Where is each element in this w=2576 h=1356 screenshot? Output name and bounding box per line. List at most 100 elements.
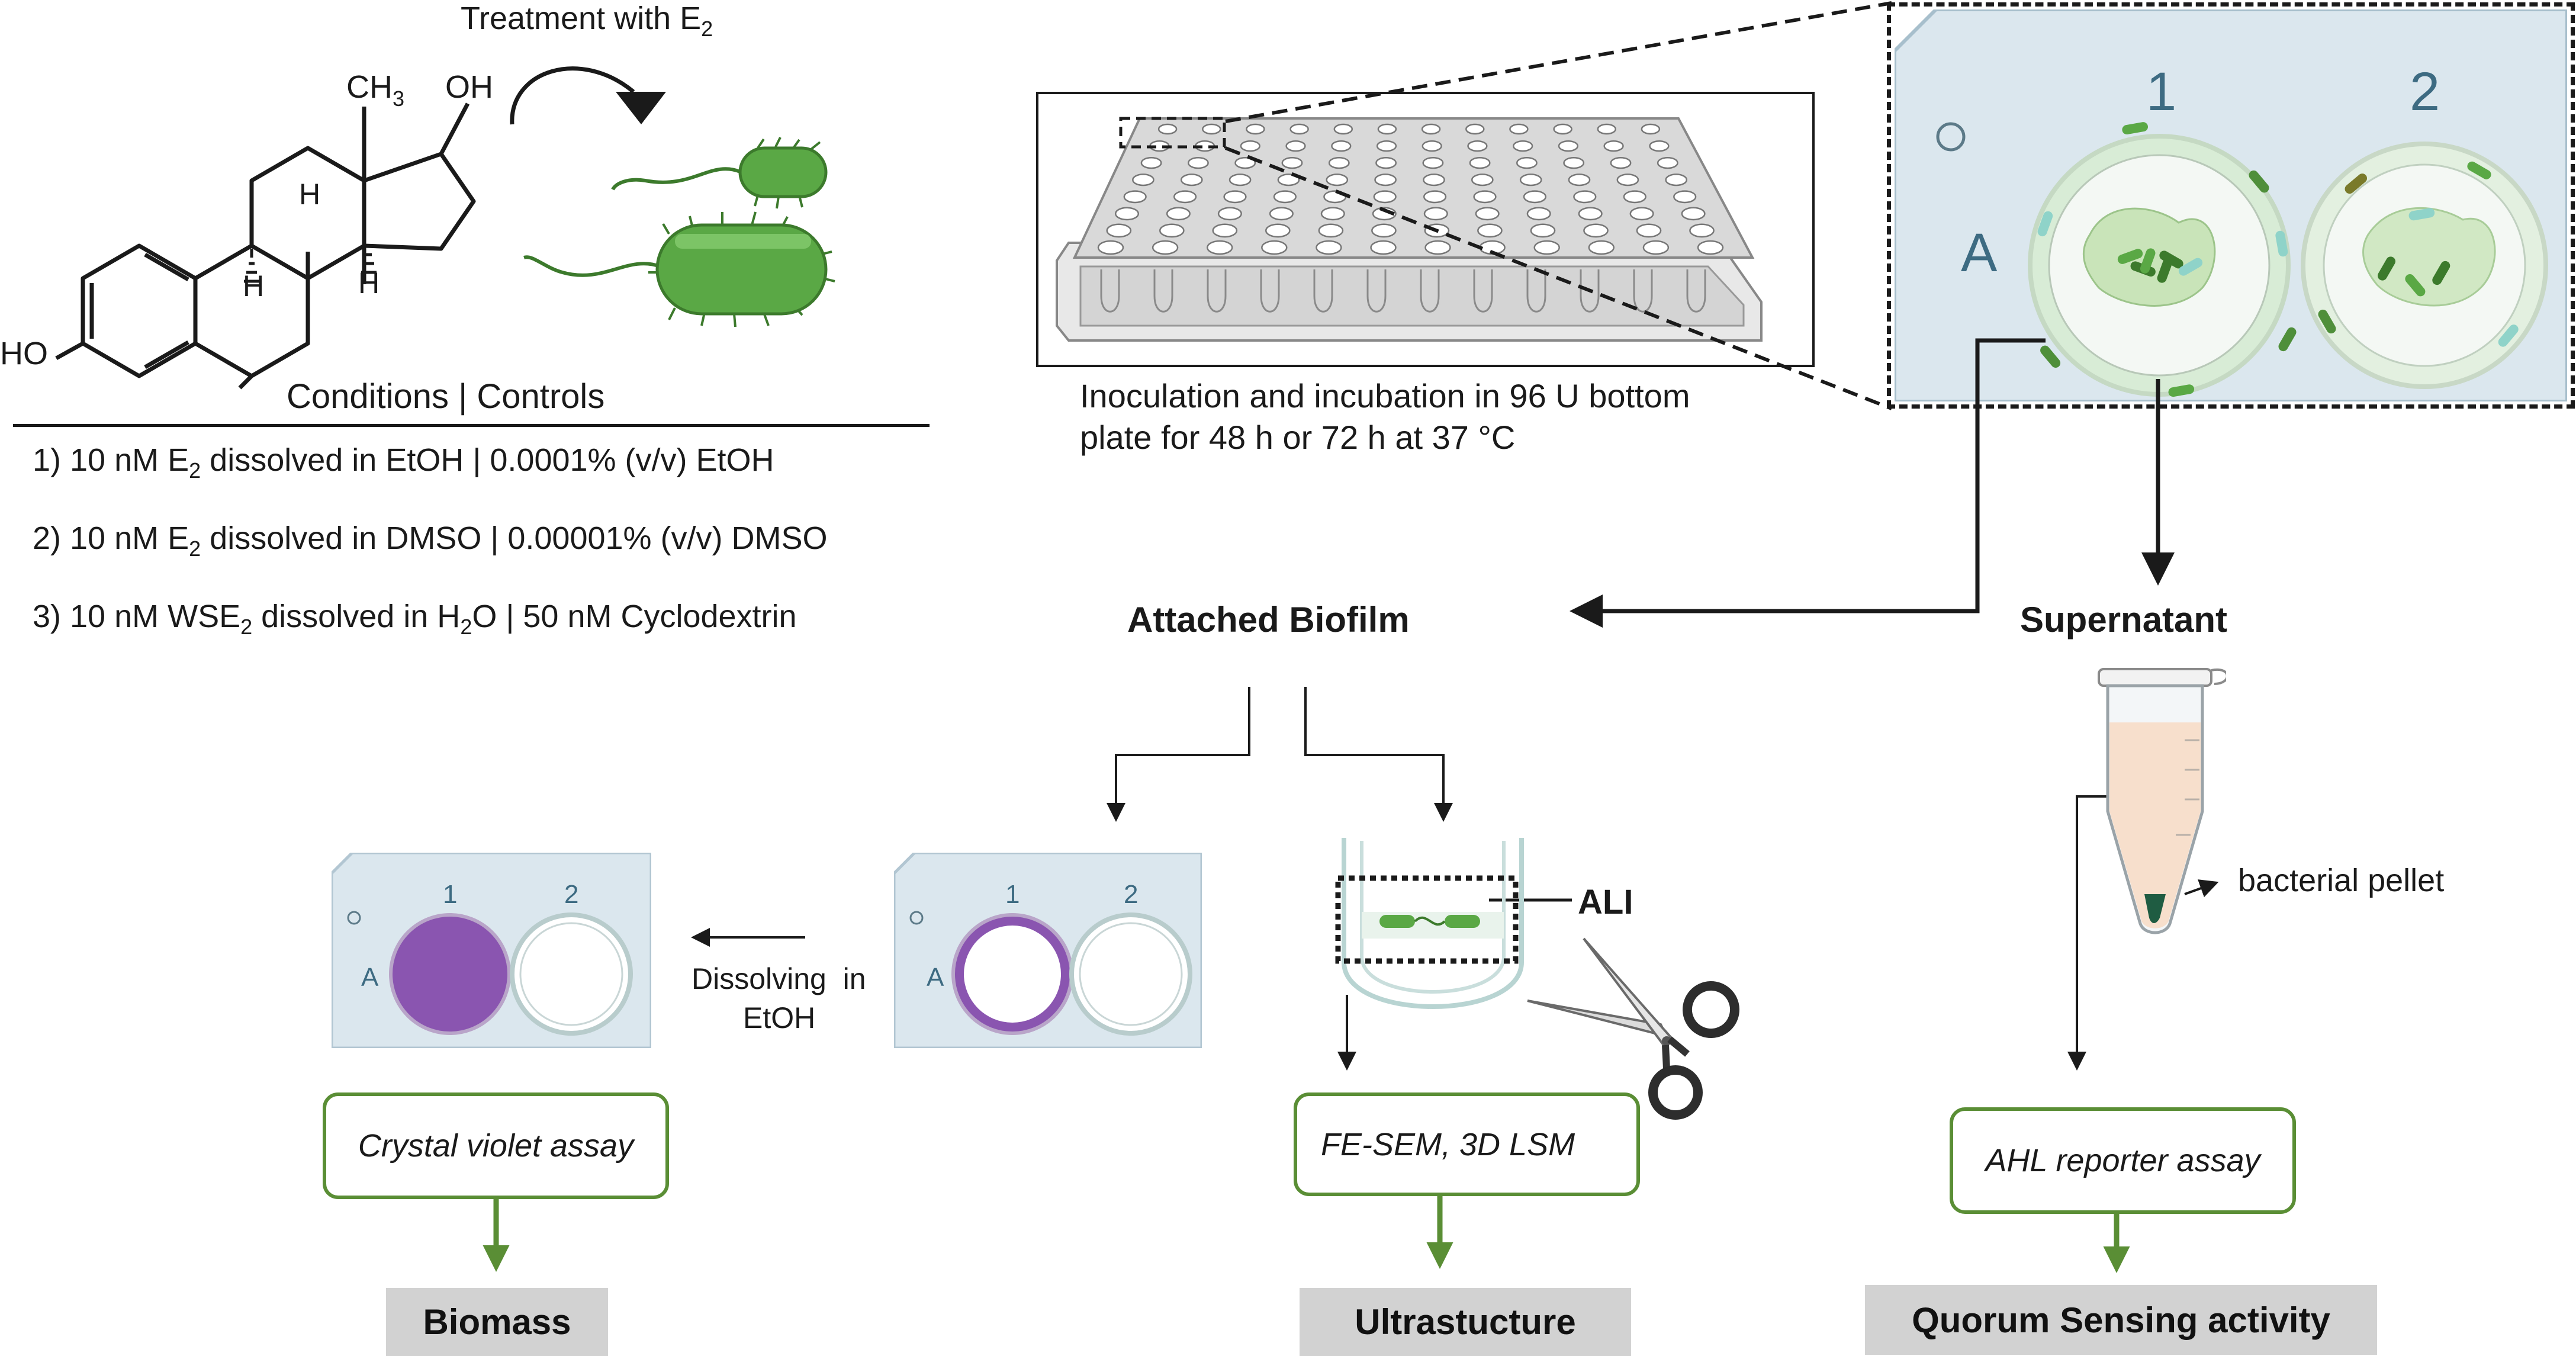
plate-well <box>1370 240 1397 255</box>
bacterium <box>2318 309 2336 334</box>
plate-well <box>1533 240 1560 255</box>
plate-well <box>1475 207 1500 221</box>
plate-well <box>1277 173 1300 187</box>
bacterium <box>2168 384 2195 397</box>
attached-biofilm-title: Attached Biofilm <box>1127 600 1410 640</box>
crystal-violet-assay-label: Crystal violet assay <box>358 1128 634 1164</box>
plate-well <box>1629 207 1654 221</box>
plate-well <box>1588 240 1615 255</box>
cv-plate-row-a: A <box>361 963 379 992</box>
bacterium <box>2275 230 2288 257</box>
stain-plate-col-2: 2 <box>1124 880 1138 909</box>
bacterium <box>2498 324 2519 347</box>
plate-well <box>1642 240 1670 255</box>
zoom-col-1: 1 <box>2146 62 2176 122</box>
estradiol-structure: CH3 OH HO H H H <box>0 69 493 390</box>
dissolving-line1: Dissolving in <box>692 962 866 995</box>
bacterium <box>2178 258 2203 276</box>
plate-frame <box>1036 92 1815 367</box>
plate-well <box>1526 207 1551 221</box>
plate-well <box>1665 173 1688 187</box>
zoom-col-2: 2 <box>2410 62 2440 122</box>
plate-well <box>1273 190 1297 204</box>
bacterium <box>2140 248 2156 274</box>
plate-well <box>1523 190 1547 204</box>
well-u-bottom <box>1580 269 1600 313</box>
fe-sem-box: FE-SEM, 3D LSM <box>1294 1092 1640 1196</box>
plate-well <box>1610 156 1632 169</box>
biomass-label: Biomass <box>423 1302 571 1342</box>
bacterium <box>2467 161 2491 179</box>
plate-well <box>1320 207 1345 221</box>
pellet-label: bacterial pellet <box>2238 863 2445 898</box>
bacterium <box>2345 173 2368 194</box>
ahl-reporter-assay-box: AHL reporter assay <box>1950 1107 2296 1214</box>
plate-well <box>1422 140 1442 152</box>
zoom-row-a: A <box>1961 223 1998 283</box>
ahl-reporter-assay-label: AHL reporter assay <box>1985 1143 2260 1178</box>
condition-row-2: 2) 10 nM E2 dissolved in DMSO | 0.00001%… <box>33 520 828 561</box>
well-u-bottom <box>1313 269 1333 313</box>
plate-well <box>1202 123 1221 135</box>
plate-well <box>1234 156 1256 169</box>
cv-plate-col-2: 2 <box>564 880 578 909</box>
plate-well <box>1333 123 1353 135</box>
scissors-icon <box>1527 937 1739 1120</box>
plate-well <box>1375 156 1397 169</box>
plate-well <box>1673 190 1697 204</box>
plate-well <box>1281 156 1303 169</box>
plate-well <box>1328 156 1350 169</box>
plate-well <box>1469 156 1491 169</box>
plate-well <box>1623 190 1646 204</box>
plate-well <box>1563 156 1585 169</box>
bacterium <box>2408 208 2435 221</box>
well-u-bottom <box>1686 269 1706 313</box>
treatment-text: Treatment with E <box>461 1 702 36</box>
ali-label: ALI <box>1578 883 1633 921</box>
bacterium <box>2249 170 2269 193</box>
plate-well <box>1265 223 1291 238</box>
plate-well <box>1689 223 1715 238</box>
bacterium <box>2278 327 2297 352</box>
plate-well <box>1597 123 1617 135</box>
fe-sem-label: FE-SEM, 3D LSM <box>1321 1126 1575 1162</box>
plate-well <box>1246 123 1265 135</box>
transwell-insert-icon <box>1335 838 1524 1009</box>
plate-well <box>1473 190 1497 204</box>
plate-well <box>1681 207 1706 221</box>
ultrastructure-label: Ultrastucture <box>1355 1302 1576 1342</box>
bacteria-icon <box>523 137 835 327</box>
plate-well <box>1697 240 1724 255</box>
plate-well <box>1509 123 1529 135</box>
plate-well <box>1157 123 1178 135</box>
plate-well <box>1373 190 1397 204</box>
bacterium <box>2159 250 2183 269</box>
bacterium <box>2378 256 2395 281</box>
plate-well <box>1289 123 1309 135</box>
well-u-bottom <box>1153 269 1173 313</box>
plate-well <box>1530 223 1556 238</box>
well-u-bottom <box>1366 269 1387 313</box>
plate-well <box>1206 240 1233 255</box>
plate-well <box>1217 207 1242 221</box>
treatment-subscript: 2 <box>701 16 713 41</box>
zoomed-wells-icon: 1 2 A <box>1895 9 2567 401</box>
plate-well <box>1377 123 1397 135</box>
hydrogen-label-3: H <box>358 266 380 300</box>
condition-row-1: 1) 10 nM E2 dissolved in EtOH | 0.0001% … <box>33 442 774 483</box>
hydroxyl-left-label: HO <box>0 336 48 371</box>
plate-well <box>1285 140 1306 152</box>
bacterium <box>2432 261 2450 285</box>
bacterium <box>2122 122 2148 135</box>
plate-well <box>1132 173 1154 187</box>
treatment-label: Treatment with E2 <box>461 0 713 41</box>
plate-well <box>1422 156 1444 169</box>
hydrogen-label-2: H <box>243 269 264 303</box>
plate-well <box>1114 207 1140 221</box>
plate-well <box>1106 223 1132 238</box>
plate-well <box>1318 223 1344 238</box>
plate-well <box>1223 190 1247 204</box>
plate-well <box>1421 123 1441 135</box>
well-u-bottom <box>1207 269 1227 313</box>
quorum-sensing-label: Quorum Sensing activity <box>1912 1300 2330 1340</box>
